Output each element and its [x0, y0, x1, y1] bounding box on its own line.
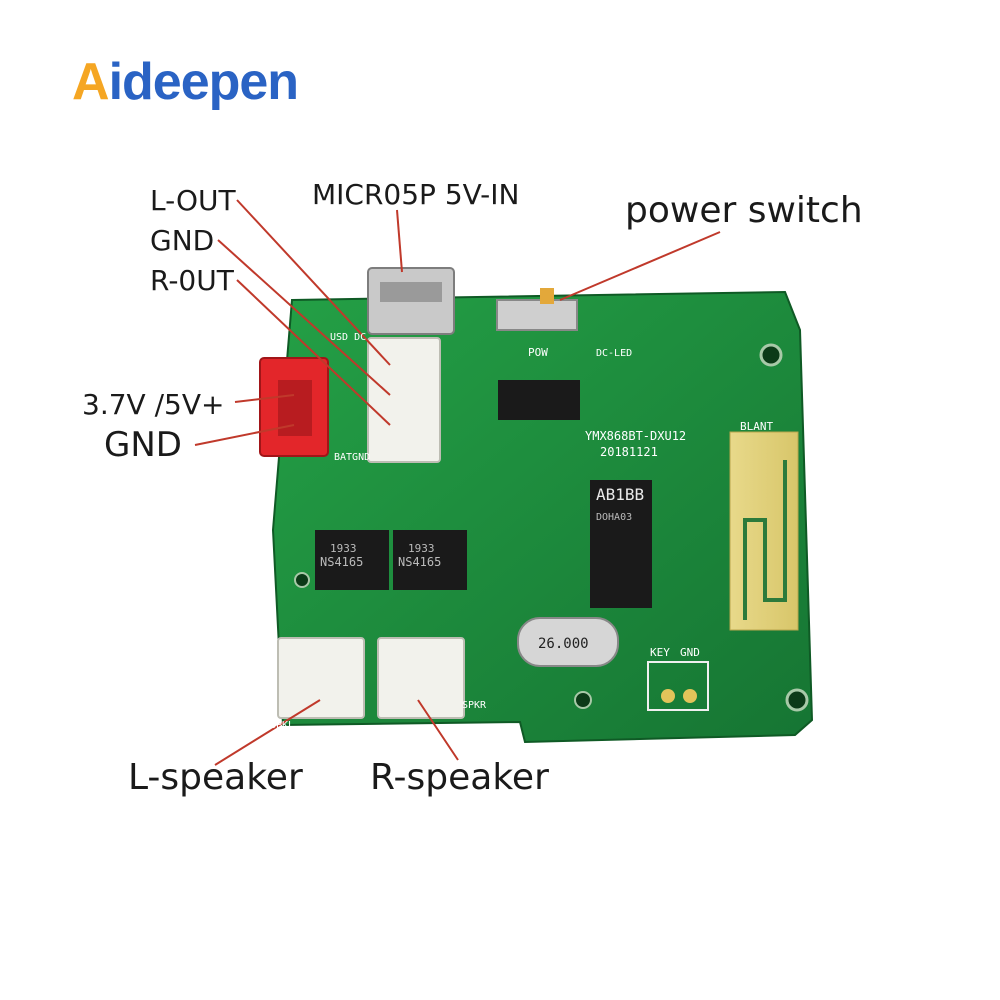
label-battery-plus: 3.7V /5V+ — [82, 388, 225, 421]
amp-code-left-text: 1933 — [330, 542, 357, 555]
mount-hole — [759, 343, 783, 367]
key-text: KEY — [650, 646, 670, 659]
main-bt-ic — [590, 480, 652, 608]
batgnd-text: BATGND — [334, 452, 370, 463]
logo-letter-a: A — [72, 53, 110, 111]
spkl-text: SPKL — [270, 720, 294, 731]
logo-text: ideepen — [108, 53, 299, 111]
label-gnd-top: GND — [150, 224, 215, 257]
leader-lines — [194, 199, 721, 766]
label-r-out: R-0UT — [150, 264, 234, 297]
key-gnd-header — [647, 661, 709, 711]
amp-left-text: NS4165 — [320, 555, 363, 569]
amp-right-text: NS4165 — [398, 555, 441, 569]
brand-logo: Aideepen — [72, 52, 299, 112]
line-out-connector — [367, 337, 441, 463]
crystal — [517, 617, 619, 667]
label-l-out: L-OUT — [150, 184, 236, 217]
left-speaker-connector — [277, 637, 365, 719]
spkr-text: SPKR — [462, 700, 487, 711]
label-r-speaker: R-speaker — [370, 757, 549, 798]
amp-code-right-text: 1933 — [408, 542, 435, 555]
ic-main-sub-text: DOHA03 — [596, 512, 632, 523]
mount-hole — [785, 688, 809, 712]
regulator — [498, 380, 580, 420]
right-speaker-connector — [377, 637, 465, 719]
ic-main-text: AB1BB — [596, 485, 644, 504]
model-text: YMX868BT-DXU12 — [585, 429, 686, 443]
usb-dc-text: USD DC — [330, 332, 366, 343]
label-micro-usb: MICR05P 5V-IN — [312, 178, 520, 211]
crystal-text: 26.000 — [538, 636, 589, 652]
label-battery-gnd: GND — [104, 425, 182, 465]
power-switch-body — [496, 299, 578, 331]
pow-text: POW — [528, 346, 548, 359]
dc-led-text: DC-LED — [596, 348, 632, 359]
power-switch-knob — [540, 288, 554, 304]
amp-ic-right — [393, 530, 467, 590]
mount-hole — [574, 691, 592, 709]
amp-ic-left — [315, 530, 389, 590]
label-power-switch: power switch — [625, 190, 863, 231]
label-l-speaker: L-speaker — [128, 757, 303, 798]
antenna-text: BLANT — [740, 420, 773, 433]
mount-hole — [294, 572, 310, 588]
date-text: 20181121 — [600, 445, 658, 459]
gnd-text: GND — [680, 646, 700, 659]
